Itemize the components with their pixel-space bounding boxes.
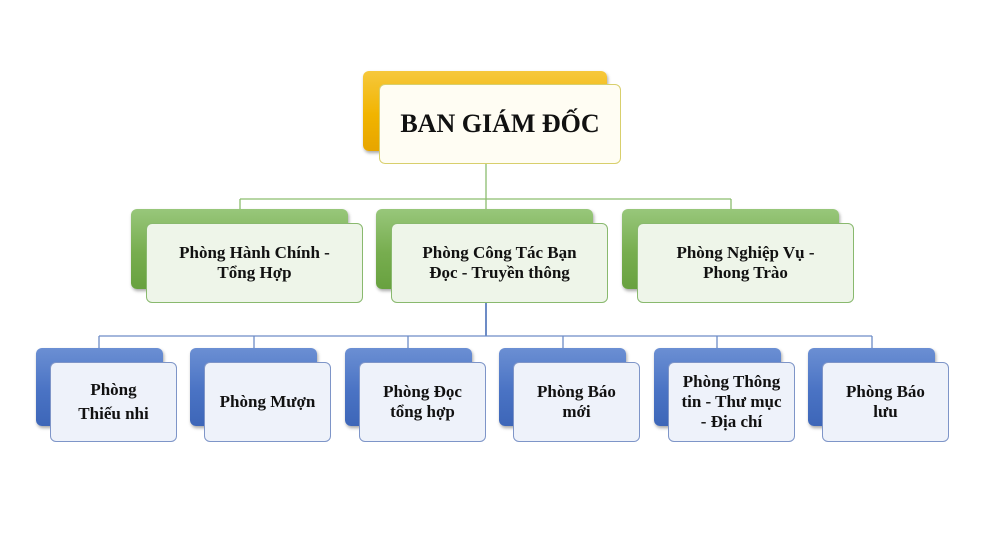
node-text-line: Phòng Hành Chính -: [179, 243, 330, 262]
node-text-line: mới: [562, 402, 591, 421]
node-label: Phòng Đọc tổng hợp: [359, 362, 486, 442]
node-text-line: Phòng Đọc: [383, 382, 462, 401]
node-text-line: Phòng Thông: [682, 372, 781, 391]
node-text-line: Phòng Công Tác Bạn: [422, 243, 577, 262]
node-text-line: tổng hợp: [390, 402, 455, 421]
node-label: Phòng Nghiệp Vụ - Phong Trào: [637, 223, 854, 303]
node-label: Phòng Hành Chính - Tổng Hợp: [146, 223, 363, 303]
node-text-line: Phòng Mượn: [219, 392, 316, 411]
node-label: Phòng Thông tin - Thư mục - Địa chí: [668, 362, 795, 442]
node-label: Phòng Thiếu nhi: [50, 362, 177, 442]
node-text-line: lưu: [873, 402, 898, 421]
node-label: Phòng Công Tác Bạn Đọc - Truyền thông: [391, 223, 608, 303]
node-text-line: Đọc - Truyền thông: [429, 263, 570, 282]
node-text-line: tin - Thư mục: [681, 392, 782, 411]
node-text-line: Phòng Báo: [846, 382, 925, 401]
node-label: BAN GIÁM ĐỐC: [379, 84, 621, 164]
node-label: Phòng Báo mới: [513, 362, 640, 442]
node-text-line: Thiếu nhi: [78, 404, 149, 423]
node-label: Phòng Mượn: [204, 362, 331, 442]
node-text-line: Tổng Hợp: [217, 263, 292, 282]
node-text-line: Phòng: [90, 380, 137, 399]
node-text-line: - Địa chí: [700, 412, 763, 431]
node-text-line: Phòng Báo: [537, 382, 616, 401]
node-text-line: Phong Trào: [703, 263, 788, 282]
node-text-line: Phòng Nghiệp Vụ -: [676, 243, 815, 262]
node-label: Phòng Báo lưu: [822, 362, 949, 442]
node-text-line: BAN GIÁM ĐỐC: [400, 109, 600, 138]
